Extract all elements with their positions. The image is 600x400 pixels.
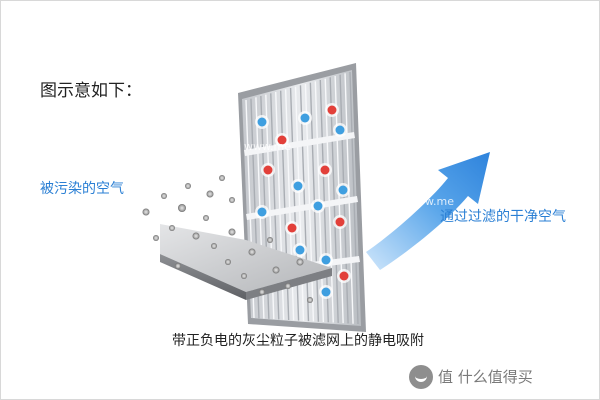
dust-particle bbox=[307, 297, 313, 303]
dust-particle bbox=[161, 193, 167, 199]
positive-particle bbox=[261, 163, 275, 177]
negative-particle bbox=[319, 253, 333, 267]
filter-rib bbox=[244, 132, 355, 156]
negative-particle bbox=[255, 115, 269, 129]
negative-particle bbox=[293, 243, 307, 257]
dust-particle bbox=[185, 183, 191, 189]
dust-particle bbox=[285, 283, 291, 289]
filter-pleat-line bbox=[319, 79, 329, 323]
label-clean-air: 通过过滤的干净空气 bbox=[440, 209, 566, 225]
dust-particle bbox=[192, 232, 200, 240]
positive-particle bbox=[333, 215, 347, 229]
dust-particle bbox=[248, 248, 256, 256]
negative-particle bbox=[336, 183, 350, 197]
positive-particle bbox=[285, 221, 299, 235]
dust-particle bbox=[272, 266, 280, 274]
dust-particle bbox=[229, 197, 235, 203]
negative-particle bbox=[291, 179, 305, 193]
dust-particle bbox=[259, 289, 265, 295]
diagram-caption: 带正负电的灰尘粒子被滤网上的静电吸附 bbox=[172, 333, 424, 349]
dust-particle bbox=[142, 208, 150, 216]
watermark-text: 值 什么值得买 bbox=[438, 368, 533, 386]
dust-particle bbox=[178, 204, 186, 212]
dust-particle bbox=[228, 228, 236, 236]
positive-particle bbox=[337, 269, 351, 283]
dust-particle bbox=[175, 263, 181, 269]
smile-logo-icon bbox=[409, 365, 433, 389]
positive-particle bbox=[325, 103, 339, 117]
dust-particle bbox=[219, 175, 225, 181]
watermark-faint: www.me bbox=[407, 195, 454, 208]
dust-particle bbox=[153, 235, 159, 241]
dust-particle bbox=[296, 258, 304, 266]
negative-particle bbox=[255, 205, 269, 219]
dust-particle bbox=[203, 215, 209, 221]
dust-particle bbox=[225, 259, 231, 265]
clean-air-arrow bbox=[366, 152, 490, 270]
dust-particle bbox=[169, 225, 175, 231]
positive-particle bbox=[318, 163, 332, 177]
label-polluted-air: 被污染的空气 bbox=[40, 181, 124, 197]
dust-particles bbox=[142, 175, 313, 303]
dust-particle bbox=[267, 237, 273, 243]
dust-particle bbox=[211, 243, 217, 249]
filter-rib bbox=[246, 196, 358, 220]
negative-particle bbox=[311, 199, 325, 213]
positive-particle bbox=[275, 133, 289, 147]
dust-particle bbox=[206, 190, 214, 198]
negative-particle bbox=[319, 285, 333, 299]
diagram-heading: 图示意如下： bbox=[40, 81, 142, 101]
watermark-faint: www.me bbox=[244, 140, 291, 153]
dust-particle bbox=[241, 273, 247, 279]
negative-particle bbox=[333, 123, 347, 137]
negative-particle bbox=[298, 111, 312, 125]
